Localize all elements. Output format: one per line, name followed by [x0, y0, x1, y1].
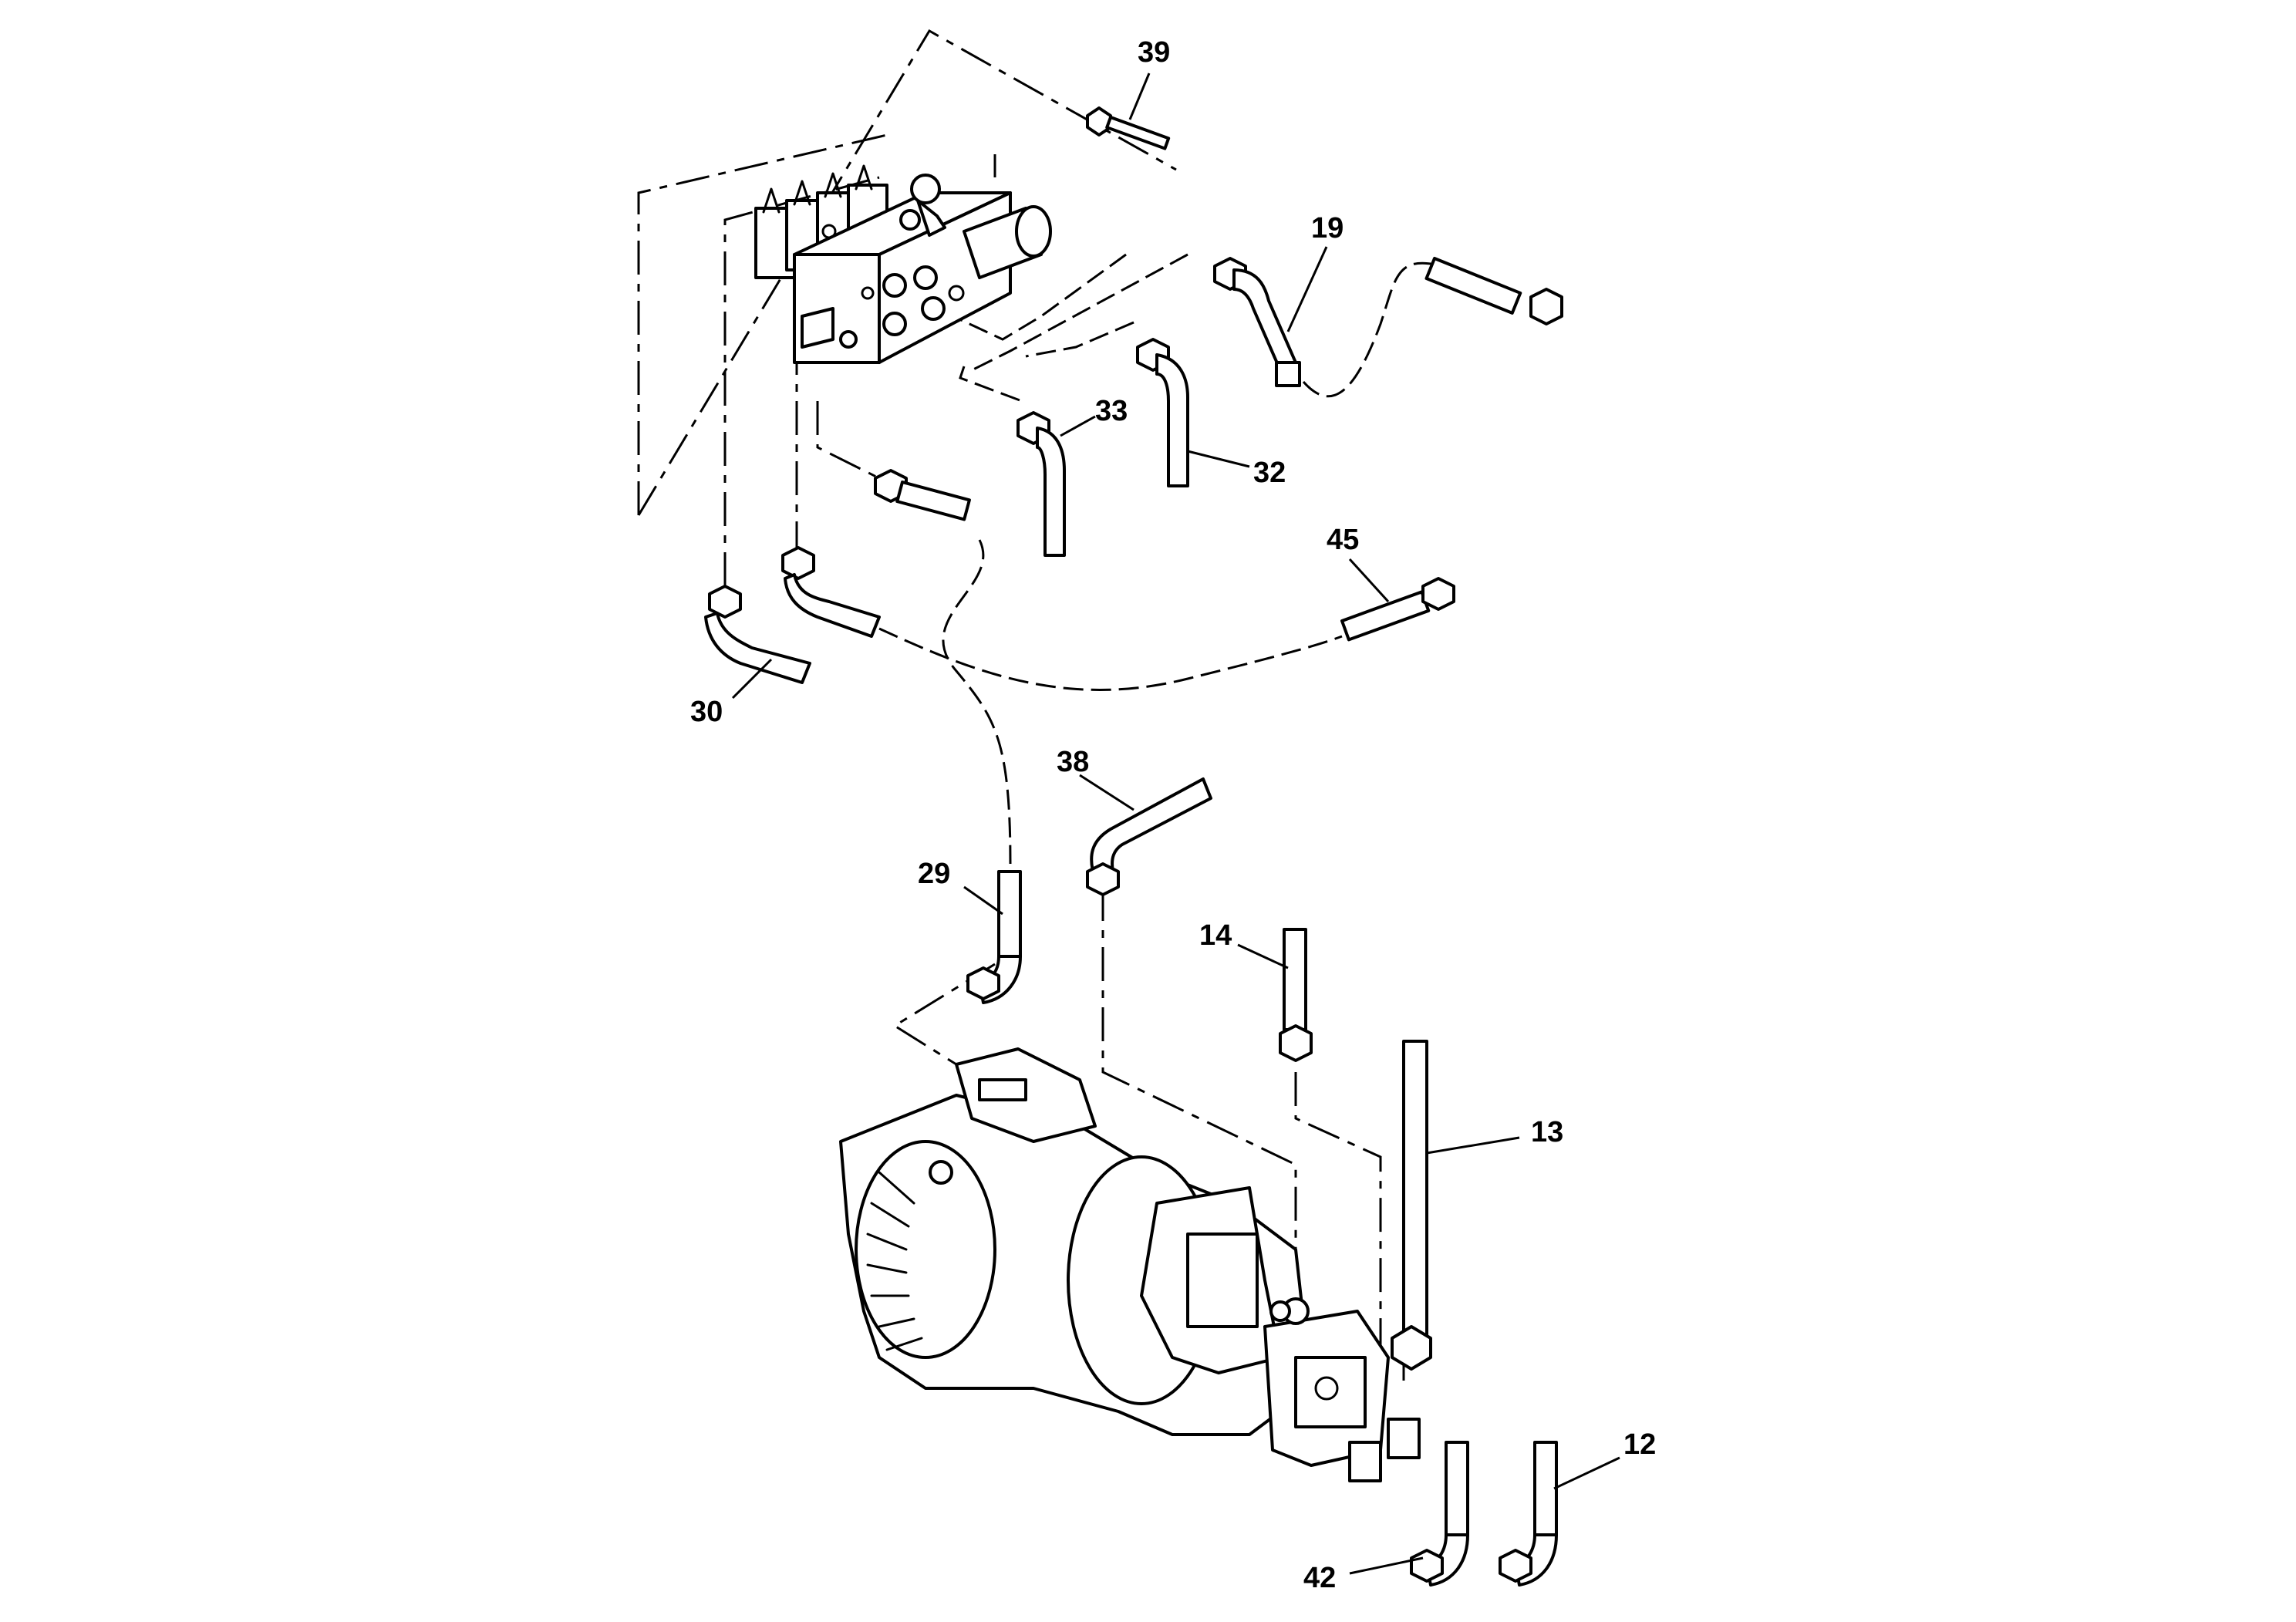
hose-13 — [1391, 1040, 1432, 1371]
elbow-38 — [1086, 777, 1212, 896]
callout-19: 19 — [1311, 212, 1344, 244]
callout-30: 30 — [690, 696, 723, 728]
callout-33: 33 — [1095, 395, 1128, 427]
callout-42: 42 — [1303, 1562, 1336, 1594]
torque-converter — [855, 1140, 996, 1359]
top-elbow-fitting — [899, 174, 946, 237]
elbow-29 — [966, 870, 1022, 1004]
callout-12: 12 — [1623, 1428, 1656, 1461]
callout-29: 29 — [918, 858, 950, 890]
elbow-42 — [1410, 1441, 1469, 1587]
pressure-sensor — [963, 205, 1052, 279]
callout-14: 14 — [1199, 919, 1232, 952]
callout-leaders — [731, 73, 1620, 1575]
hose-32 — [1136, 338, 1189, 487]
valve-ports — [821, 224, 965, 349]
callout-labels: 39 19 33 32 45 30 38 29 14 13 12 42 — [690, 36, 1656, 1594]
callout-32: 32 — [1253, 457, 1286, 489]
callout-45: 45 — [1327, 524, 1359, 556]
hose-19 — [1213, 256, 1563, 387]
control-valve-block — [754, 164, 1052, 364]
fitting-39 — [1086, 106, 1171, 150]
hose-lines — [878, 253, 1443, 865]
hose-end-30 — [704, 585, 811, 684]
hose-33 — [1017, 411, 1066, 557]
callout-38: 38 — [1057, 746, 1089, 778]
callout-39: 39 — [1138, 36, 1170, 69]
hose-14 — [1279, 928, 1313, 1062]
hose-end-lower-left — [781, 546, 881, 638]
pump-valve-unit — [1140, 1186, 1421, 1482]
transmission-housing — [839, 1047, 1421, 1482]
hose-end-45 — [1340, 577, 1455, 642]
elbow-12 — [1499, 1441, 1558, 1587]
hose-end-upper-left — [874, 469, 971, 521]
callout-13: 13 — [1531, 1116, 1563, 1148]
